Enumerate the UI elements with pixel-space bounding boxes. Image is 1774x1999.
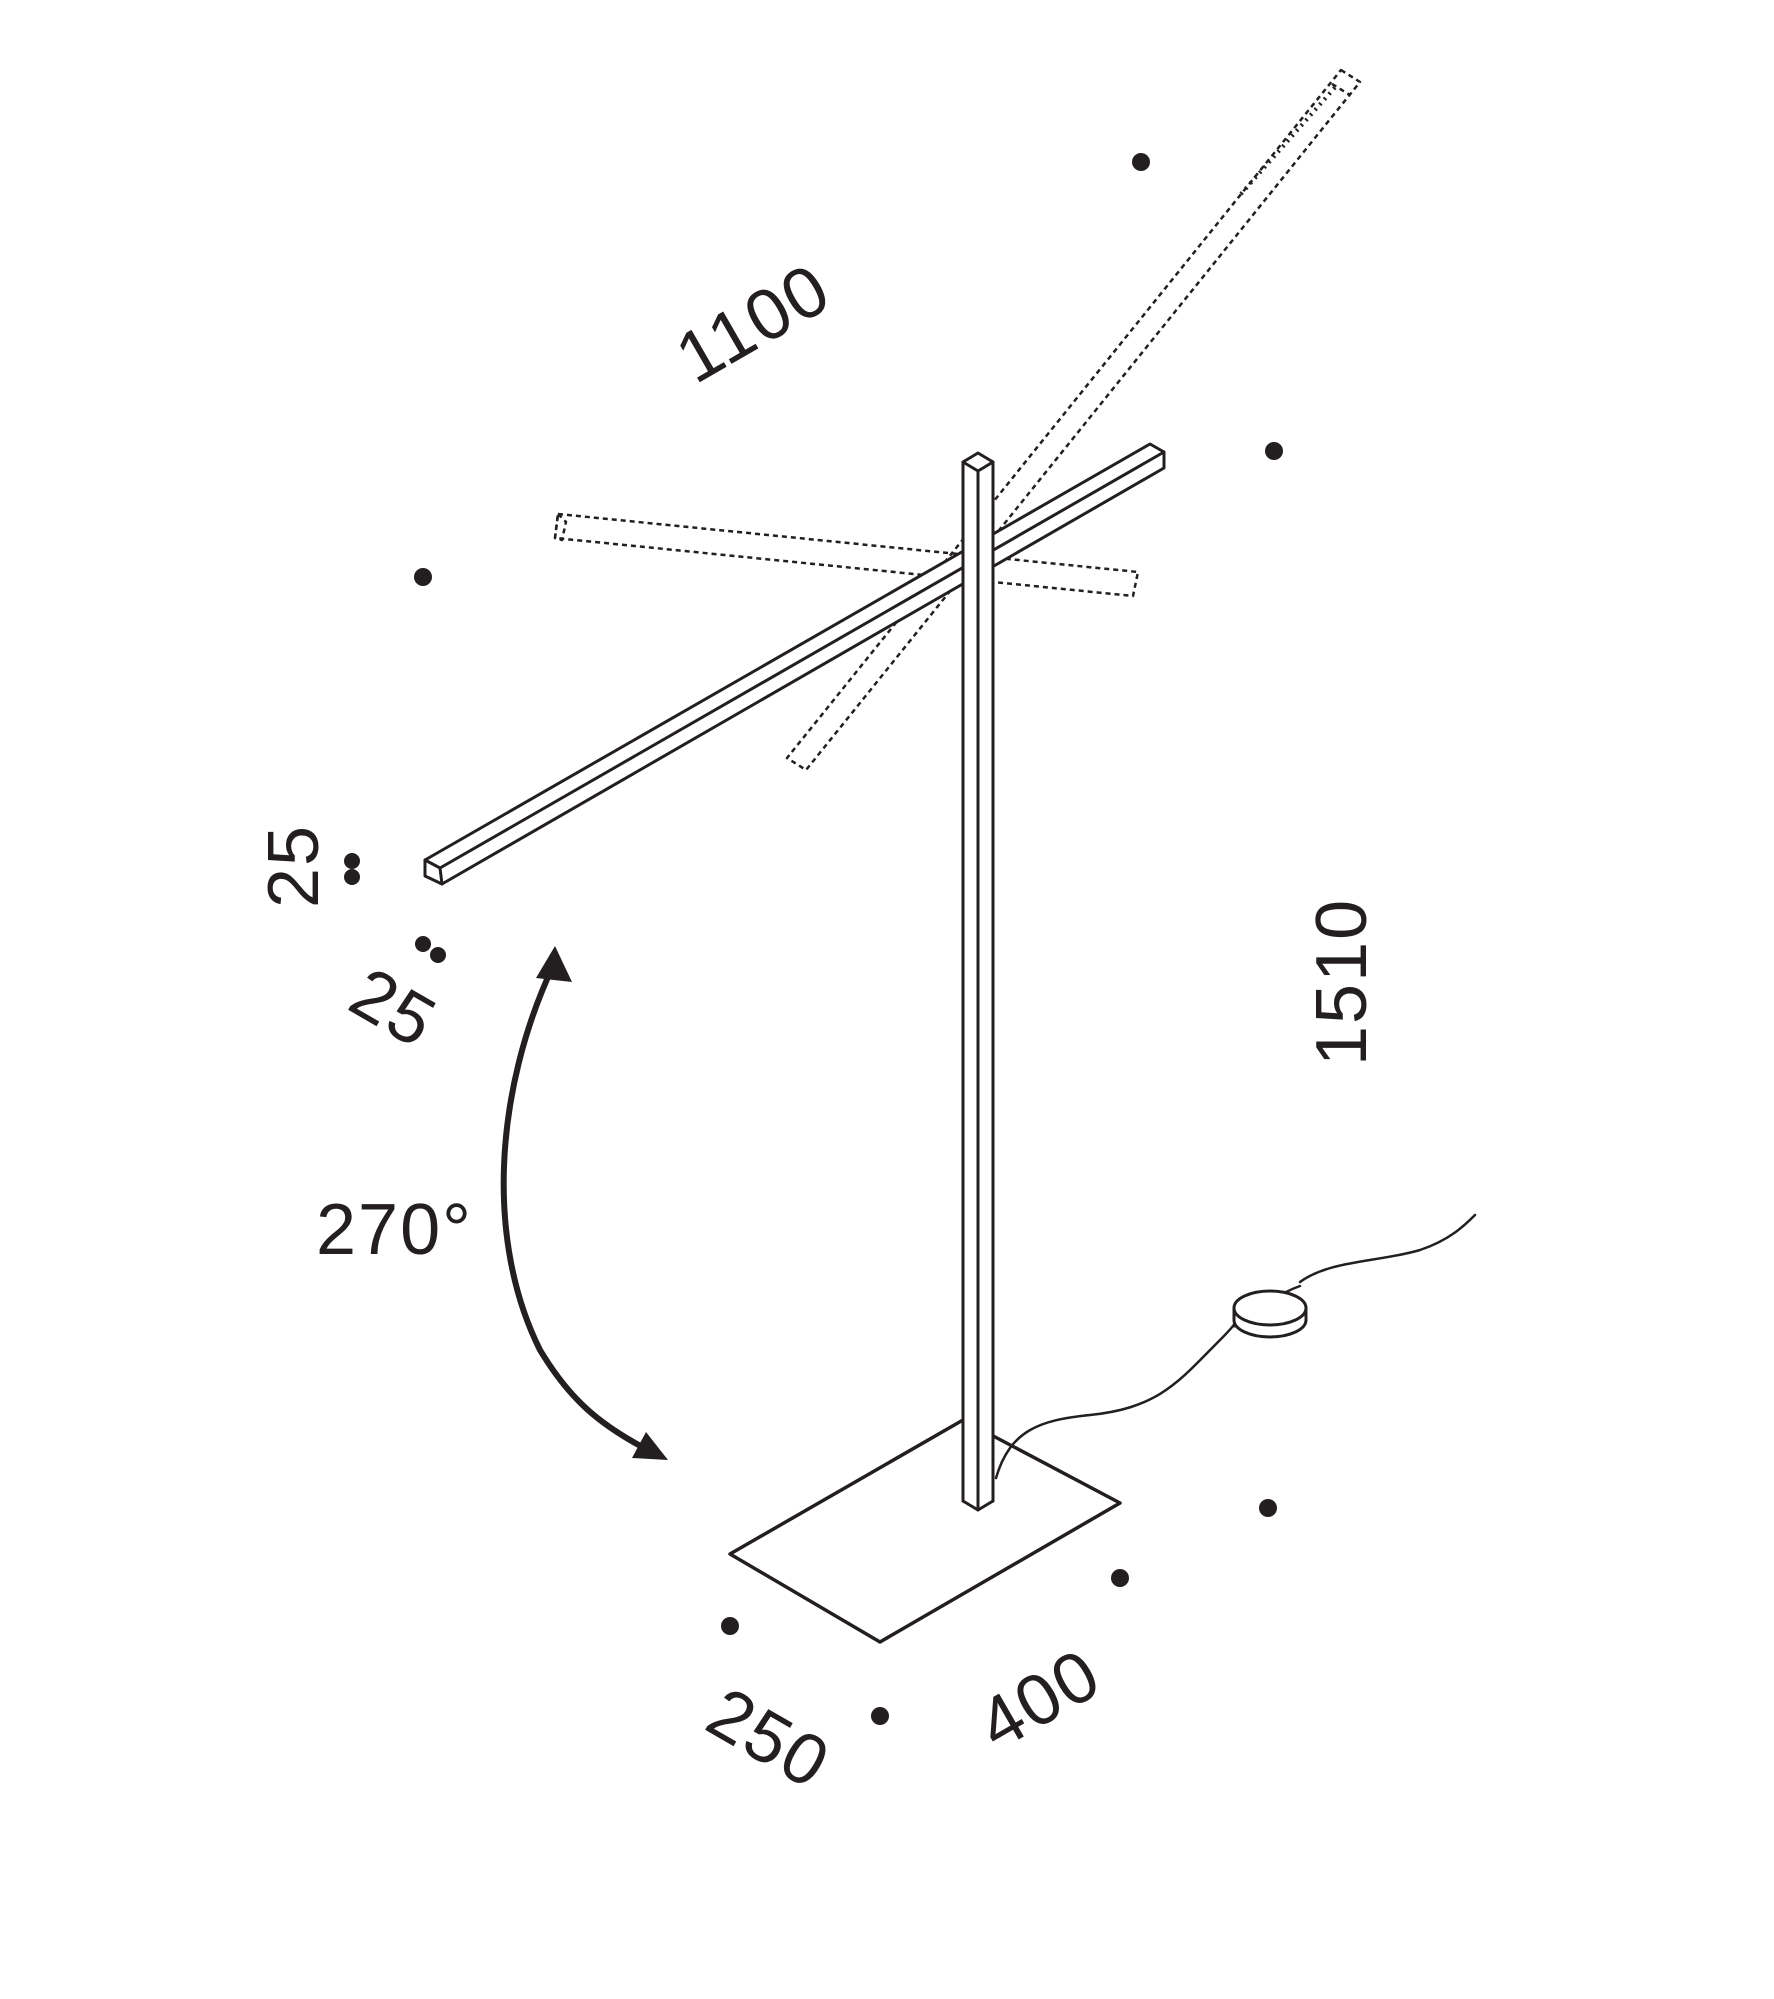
height-label: 1510 (1302, 898, 1382, 1066)
power-cord (994, 1213, 1477, 1480)
rotation-angle-label: 270° (316, 1190, 473, 1270)
pole (961, 451, 995, 1512)
dimension-dots (344, 153, 1283, 1725)
base-width-label: 250 (694, 1673, 843, 1805)
arm-bar (423, 442, 1166, 886)
rotation-arrow (500, 946, 668, 1460)
profile-width-label: 25 (337, 953, 450, 1064)
ghost-arm-horizontal (553, 512, 1140, 598)
profile-height-label: 25 (254, 824, 334, 908)
arm-length-label: 1100 (663, 248, 844, 399)
base-length-label: 400 (965, 1634, 1114, 1766)
foot-switch (1232, 1289, 1308, 1339)
ghost-arm-upright (785, 68, 1362, 772)
base-plate (728, 1398, 1122, 1644)
